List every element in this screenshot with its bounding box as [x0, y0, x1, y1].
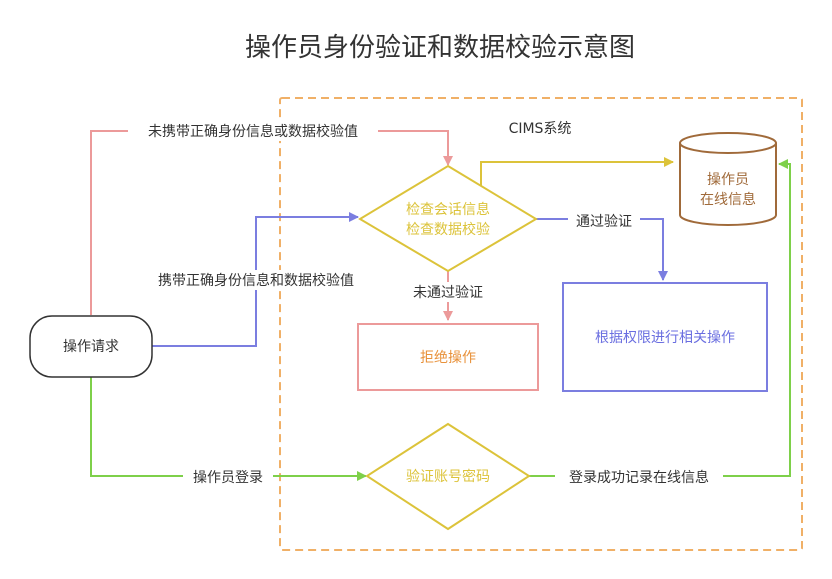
- edge-label-bg: [140, 270, 372, 290]
- edge-label-with-valid-info: 携带正确身份信息和数据校验值: [158, 272, 354, 289]
- edge-label-login: 操作员登录: [193, 470, 263, 486]
- node-operate-label: 根据权限进行相关操作: [595, 330, 735, 346]
- page-title: 操作员身份验证和数据校验示意图: [245, 33, 635, 63]
- node-reject: [357, 323, 539, 391]
- edge-label-passed: 通过验证: [576, 214, 632, 230]
- cims-system-label: CIMS系统: [509, 121, 572, 137]
- node-operate: [562, 282, 768, 392]
- edge-check-to-db: [480, 157, 674, 192]
- edge-label-not-passed: 未通过验证: [413, 285, 483, 301]
- node-online-info-db: [679, 132, 777, 226]
- node-operation-request-label: 操作请求: [63, 339, 119, 355]
- node-reject-label: 拒绝操作: [420, 350, 476, 366]
- node-verify-decision: [365, 422, 531, 531]
- edge-label-bg: [555, 467, 723, 487]
- edge-login: [90, 377, 367, 481]
- edge-label-bg: [568, 211, 640, 231]
- node-check-line2: 检查数据校验: [406, 221, 490, 238]
- node-check-line1: 检查会话信息: [406, 201, 490, 218]
- node-verify-label: 验证账号密码: [406, 468, 490, 485]
- node-db-line2: 在线信息: [700, 191, 756, 208]
- edge-label-bg: [128, 121, 378, 141]
- edge-label-login-success: 登录成功记录在线信息: [569, 469, 709, 486]
- cims-system-boundary: [279, 97, 803, 551]
- node-db-line1: 操作员: [707, 172, 749, 188]
- node-check-decision: [358, 164, 538, 273]
- node-operation-request: [29, 315, 153, 378]
- edge-label-without-valid-info: 未携带正确身份信息或数据校验值: [148, 123, 358, 140]
- edge-label-bg: [404, 282, 492, 302]
- edge-label-bg: [183, 467, 273, 487]
